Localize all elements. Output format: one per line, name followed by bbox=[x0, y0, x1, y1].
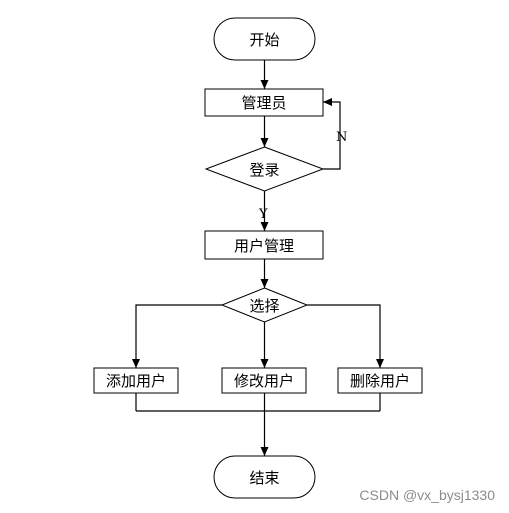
user-management-label: 用户管理 bbox=[234, 237, 294, 255]
admin-label: 管理员 bbox=[241, 94, 286, 112]
login-label: 登录 bbox=[249, 161, 279, 179]
end-terminator bbox=[213, 455, 316, 499]
modify-user-label: 修改用户 bbox=[234, 372, 294, 390]
add-user-box bbox=[93, 367, 179, 394]
choose-label: 选择 bbox=[249, 297, 279, 315]
edge-choose-to-add bbox=[132, 304, 222, 368]
user-management-box bbox=[204, 230, 324, 260]
edge-choose-to-delete bbox=[307, 304, 384, 368]
start-label: 开始 bbox=[249, 31, 279, 49]
edge-login-no-loop bbox=[323, 98, 341, 170]
modify-user-box bbox=[221, 367, 307, 394]
add-user-label: 添加用户 bbox=[106, 372, 166, 390]
yes-label: Y bbox=[258, 207, 268, 222]
end-label: 结束 bbox=[249, 469, 279, 487]
delete-user-box bbox=[337, 367, 423, 394]
delete-user-label: 删除用户 bbox=[350, 372, 410, 390]
no-label: N bbox=[336, 130, 347, 145]
watermark-text: CSDN @vx_bysj1330 bbox=[359, 487, 495, 503]
admin-box bbox=[204, 88, 324, 117]
